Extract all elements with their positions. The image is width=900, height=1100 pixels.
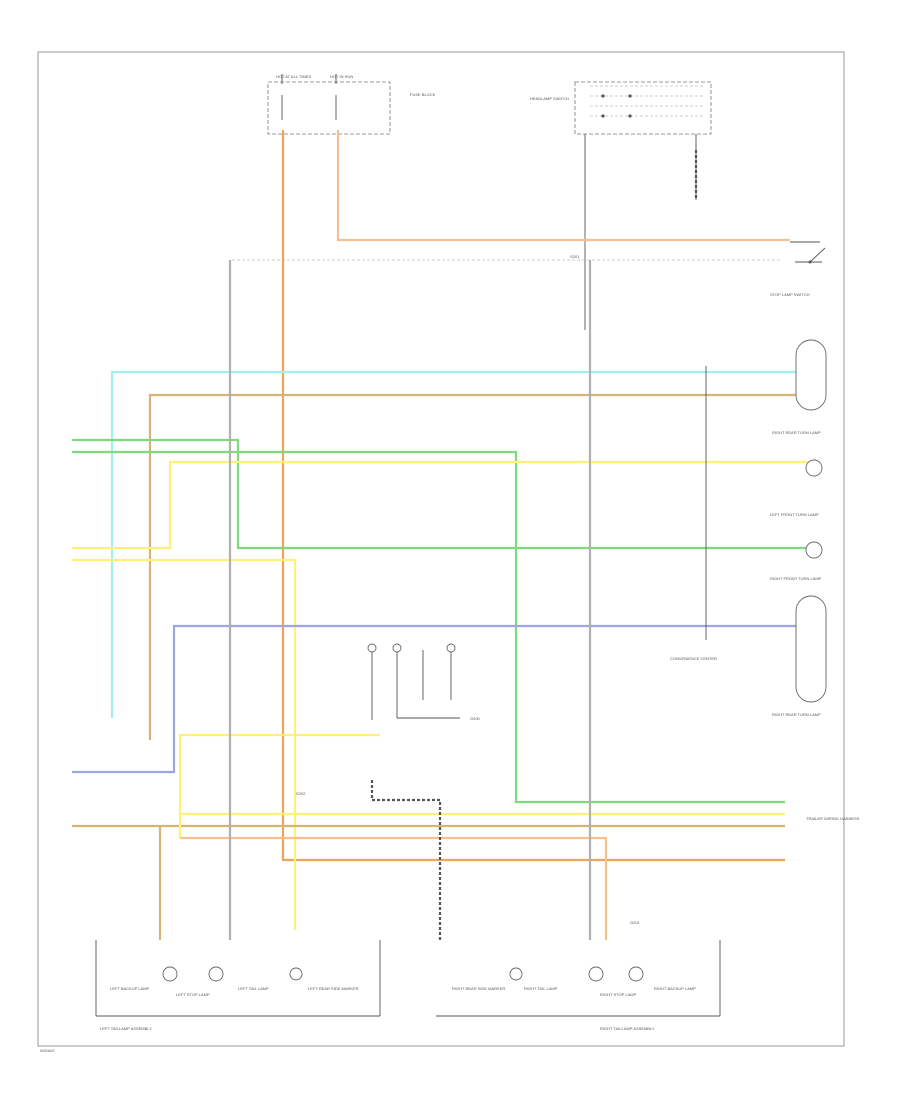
fuse-b-label: HOT IN RUN [330,74,353,79]
fuse-box-label: FUSE BLOCK [410,92,436,97]
left-taillamp-assembly: LEFT TAILLAMP ASSEMBLY LEFT BACKUP LAMP … [95,940,381,1031]
fuse-block: HOT AT ALL TIMES HOT IN RUN FUSE BLOCK [267,74,436,135]
right-lamp-2: RIGHT TAIL LAMP [524,986,558,991]
left-lamp-4: LEFT REAR SIDE MARKER [308,986,359,991]
orange-harness-wire [180,836,608,940]
orange-wire [281,130,785,862]
ground-right-label: G201 [630,920,641,925]
fuse-a-label: HOT AT ALL TIMES [276,74,311,79]
left-lamp-1: LEFT BACKUP LAMP [110,986,150,991]
convenience-lamp-group: RIGHT REAR TURN LAMP [772,595,827,717]
splice-top-label: S201 [570,254,580,259]
green-wire-upper [72,438,808,550]
footer-label: W/DIAG [40,1048,55,1053]
right-front-turn-lamp: RIGHT FRONT TURN LAMP [770,541,823,581]
right-lamp-1: RIGHT REAR SIDE MARKER [452,986,505,991]
left-taillamp-label: LEFT TAILLAMP ASSEMBLY [100,1026,152,1031]
right-lamp-4: RIGHT BACKUP LAMP [654,986,696,991]
left-front-turn-label: LEFT FRONT TURN LAMP [770,512,819,517]
left-front-turn-lamp: LEFT FRONT TURN LAMP [770,459,823,517]
tan-wire [148,393,800,740]
right-front-turn-label: RIGHT FRONT TURN LAMP [770,576,822,581]
right-backup-lamp-icon [628,966,644,982]
yellow-wire-lower [72,558,297,930]
ground-cluster: G200 [367,643,481,721]
splice-mid-label: S202 [296,791,306,796]
cyan-wire [110,370,800,718]
right-rear-turn-lamp: RIGHT REAR TURN LAMP [772,339,827,435]
right-taillamp-label: RIGHT TAILLAMP ASSEMBLY [600,1026,655,1031]
yellow-wire [72,460,808,550]
left-lamp-3: LEFT TAIL LAMP [238,986,269,991]
left-lamp-2: LEFT STOP LAMP [176,992,210,997]
right-taillamp-assembly: RIGHT TAILLAMP ASSEMBLY RIGHT REAR SIDE … [436,940,721,1031]
stop-lamp-switch-label: STOP LAMP SWITCH [770,292,810,297]
connector-center-label: CONVENIENCE CENTER [670,656,717,661]
blue-wire [72,624,800,774]
left-backup-lamp-icon [162,966,178,982]
left-stop-lamp-icon [208,966,224,982]
combination-switch-label: HEADLAMP SWITCH [530,96,569,101]
trailer-connector-label: TRAILER WIRING HARNESS [806,816,860,821]
right-lamp-3: RIGHT STOP LAMP [600,992,637,997]
right-rear-turn-label: RIGHT REAR TURN LAMP [772,430,821,435]
stop-lamp-switch: STOP LAMP SWITCH [770,241,826,297]
black-ground-wire [370,780,442,940]
right-stop-lamp-icon [588,966,604,982]
light-orange-wire [336,130,790,242]
diagram-border [37,51,845,1047]
combination-switch: HEADLAMP SWITCH [530,81,712,330]
right-marker-lamp-icon [509,967,523,981]
yellow-vertical-loop [178,733,380,838]
ground-center-label: G200 [470,716,481,721]
right-rear-lamp-label: RIGHT REAR TURN LAMP [772,712,821,717]
left-tail-lamp-icon [289,967,303,981]
